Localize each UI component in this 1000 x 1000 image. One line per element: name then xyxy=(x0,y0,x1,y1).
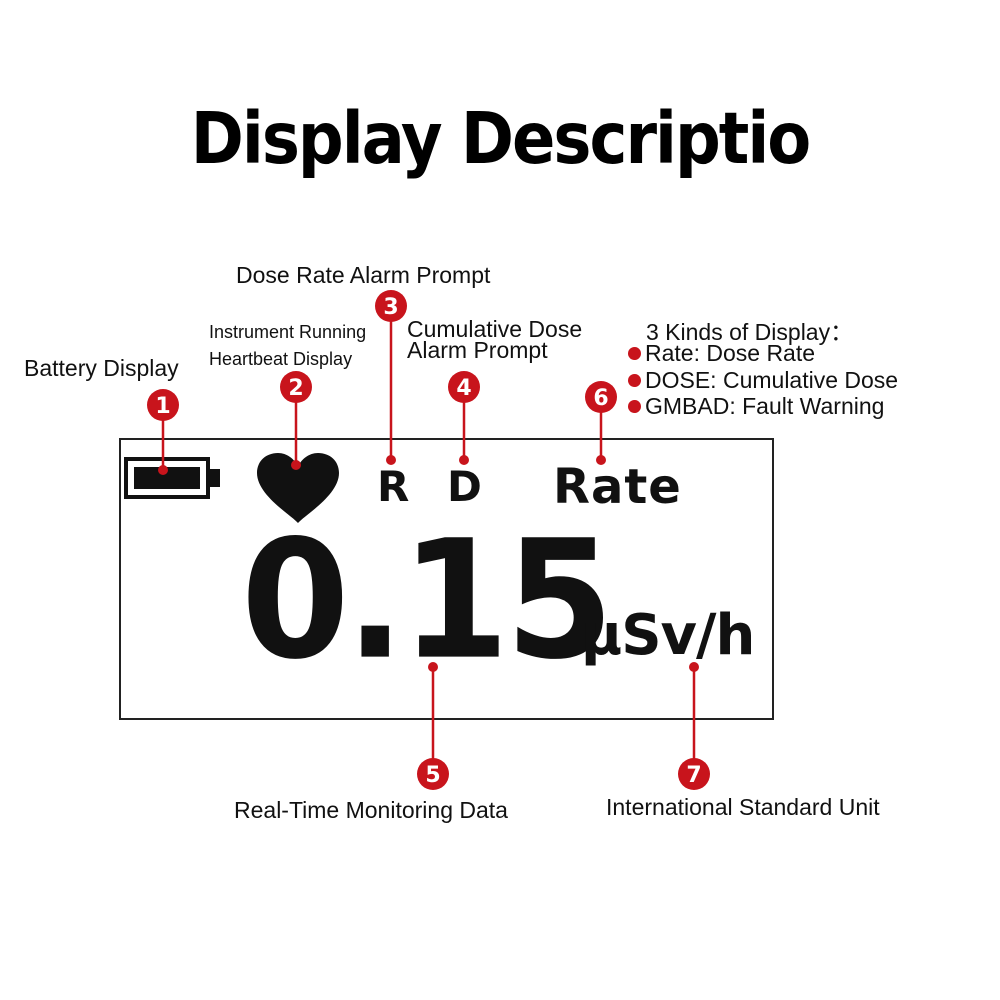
display-mode-item: Rate: Dose Rate xyxy=(628,340,898,367)
callout-5-badge: 5 xyxy=(417,758,449,790)
svg-text:6: 6 xyxy=(593,386,608,411)
bullet-icon xyxy=(628,373,641,387)
svg-text:4: 4 xyxy=(456,376,471,401)
callout-1-badge: 1 xyxy=(147,389,179,421)
callout-2-badge: 2 xyxy=(280,371,312,403)
svg-text:7: 7 xyxy=(686,763,701,788)
display-modes-list: Rate: Dose Rate DOSE: Cumulative Dose GM… xyxy=(628,340,898,420)
lcd-display: R D Rate 0.15 μSv/h xyxy=(119,438,774,720)
callout-6-badge: 6 xyxy=(585,381,617,413)
svg-text:2: 2 xyxy=(288,376,303,401)
heart-icon xyxy=(257,453,339,523)
callout-4-label-line1: Cumulative Dose xyxy=(407,316,583,342)
callout-4-label-line2: Alarm Prompt xyxy=(407,337,548,363)
monitoring-value: 0.15 xyxy=(241,504,614,696)
page-title: Display Descriptio xyxy=(190,98,812,181)
callout-7-badge: 7 xyxy=(678,758,710,790)
display-mode-indicator: Rate xyxy=(553,459,682,515)
callout-6-label: 3 Kinds of Display： xyxy=(646,319,854,345)
svg-text:3: 3 xyxy=(383,295,398,320)
dose-alarm-indicator: D xyxy=(447,462,482,511)
callout-2-label-line2: Heartbeat Display xyxy=(209,349,353,369)
callout-5-label: Real-Time Monitoring Data xyxy=(234,797,508,823)
svg-text:5: 5 xyxy=(425,763,440,788)
display-mode-item: GMBAD: Fault Warning xyxy=(628,393,898,420)
callout-1-label: Battery Display xyxy=(24,355,179,381)
callout-2-label-line1: Instrument Running xyxy=(209,322,367,342)
unit-label: μSv/h xyxy=(581,603,755,668)
rate-alarm-indicator: R xyxy=(377,462,410,511)
callout-3-label: Dose Rate Alarm Prompt xyxy=(236,262,491,288)
svg-text:1: 1 xyxy=(155,394,170,419)
bullet-icon xyxy=(628,400,641,413)
bullet-icon xyxy=(628,347,641,360)
callout-3-badge: 3 xyxy=(375,290,407,322)
callout-4-badge: 4 xyxy=(448,371,480,403)
callout-7-label: International Standard Unit xyxy=(606,794,880,820)
battery-full-icon xyxy=(124,457,220,499)
display-mode-item: DOSE: Cumulative Dose xyxy=(628,367,898,394)
